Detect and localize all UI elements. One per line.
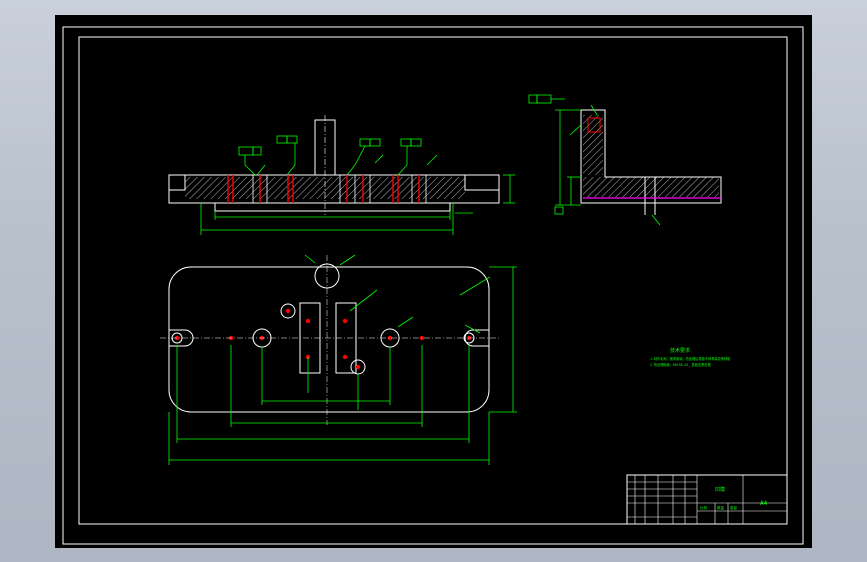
- front-hatch: [185, 177, 465, 199]
- plan-hole-centers: [174, 308, 472, 370]
- title-block: 凹模 A4 比例 数量 重量: [626, 474, 788, 525]
- tech-requirement-line-1: 1.制件毛刺，棱角倒钝，热处理后表面不得有裂纹等缺陷: [650, 356, 730, 361]
- red-section-cuts: [227, 175, 420, 203]
- title-part-name: 凹模: [715, 486, 725, 493]
- tech-requirements-title: 技术要求: [670, 347, 690, 354]
- outer-frame: [62, 26, 804, 545]
- side-profile: [580, 109, 722, 204]
- cad-viewport[interactable]: 技术要求 1.制件毛刺，棱角倒钝，热处理后表面不得有裂纹等缺陷 2.热处理硬度：…: [55, 15, 812, 548]
- front-bottom-relief: [214, 203, 451, 212]
- inner-frame: [78, 36, 788, 525]
- tech-requirements: 技术要求 1.制件毛刺，棱角倒钝，热处理后表面不得有裂纹等缺陷 2.热处理硬度：…: [650, 347, 730, 367]
- front-step-left: [169, 175, 186, 191]
- drawing-canvas: 技术要求 1.制件毛刺，棱角倒钝，热处理后表面不得有裂纹等缺陷 2.热处理硬度：…: [62, 26, 804, 545]
- plan-body: [168, 266, 490, 413]
- title-qty-label: 数量: [717, 505, 725, 510]
- title-weight-label: 重量: [730, 505, 738, 510]
- side-section-view: [528, 94, 722, 226]
- tech-requirement-line-2: 2.热处理硬度：HRC58-62，表面发黑处理: [650, 362, 711, 367]
- title-drawing-number: A4: [760, 500, 768, 507]
- front-section-view: [168, 115, 515, 235]
- front-step-right: [464, 175, 499, 191]
- plan-view: [160, 254, 517, 465]
- plan-slot-left: [169, 329, 194, 347]
- side-hatch-bottom: [583, 177, 719, 197]
- side-cut-top: [587, 117, 601, 133]
- title-scale-label: 比例: [700, 505, 708, 510]
